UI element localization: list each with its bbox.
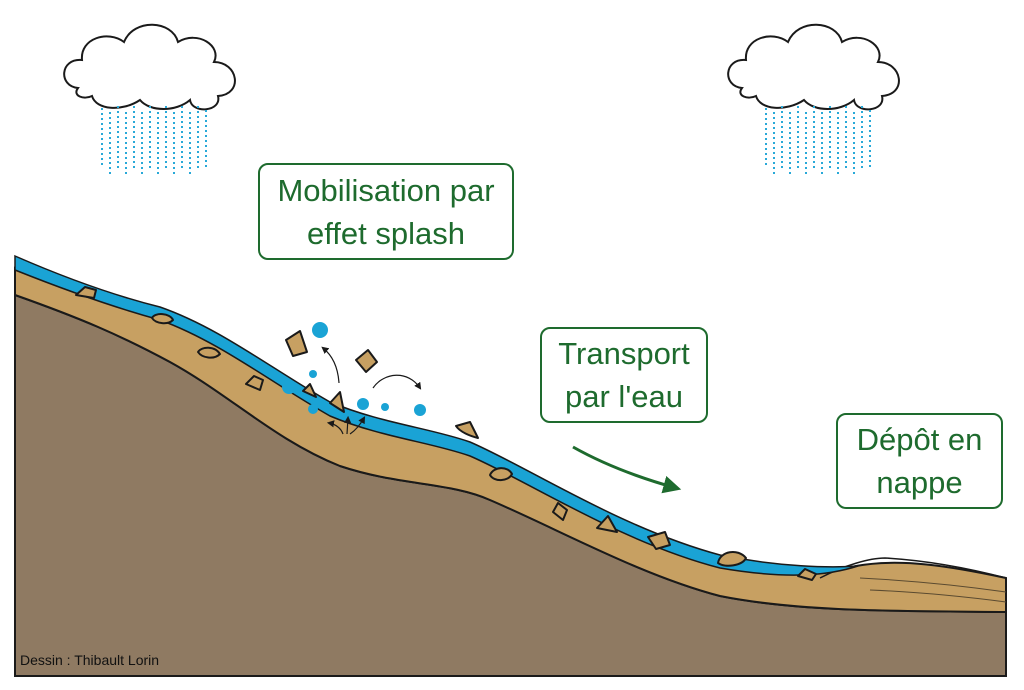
deposit-layer-line [859, 577, 1007, 593]
label-transport-line2: par l'eau [565, 379, 683, 414]
droplet-icon [381, 403, 389, 411]
pebble-icon [302, 383, 317, 398]
pebble-icon [797, 568, 817, 581]
droplet-icon [358, 416, 366, 424]
pebble-icon [75, 286, 97, 299]
label-splash: Mobilisation par effet splash [258, 163, 514, 260]
pebble-icon [197, 346, 221, 359]
label-depot: Dépôt en nappe [836, 413, 1003, 509]
label-transport-line1: Transport [558, 336, 690, 371]
label-depot-line1: Dépôt en [856, 422, 983, 457]
label-transport: Transport par l'eau [540, 327, 708, 423]
label-splash-line2: effet splash [307, 215, 465, 251]
droplet-icon [312, 322, 328, 338]
pebble-icon [355, 349, 378, 373]
label-splash-line1: Mobilisation par [277, 172, 495, 208]
cloud-left [63, 23, 236, 176]
splash-arrow-icon [344, 415, 352, 435]
cloud-icon [63, 23, 236, 111]
pebble-icon [717, 551, 747, 567]
deposit-layer-line [869, 589, 1007, 603]
droplet-icon [357, 398, 369, 410]
pebble-icon [647, 531, 671, 550]
credit-text: Dessin : Thibault Lorin [20, 652, 160, 668]
droplet-icon [282, 380, 296, 394]
splash-particles [282, 322, 479, 439]
transport-arrow-icon [572, 445, 682, 494]
droplet-icon [308, 404, 318, 414]
pebble-icon [489, 467, 513, 482]
pebbles-group [75, 286, 817, 581]
rain-icon [101, 106, 207, 176]
pebble-icon [455, 421, 479, 439]
pebble-icon [596, 515, 618, 533]
splash-arrow-icon [349, 416, 366, 435]
pebble-icon [245, 375, 264, 391]
droplet-icon [309, 370, 317, 378]
cloud-right [727, 23, 900, 176]
pebble-icon [329, 391, 345, 413]
pebble-icon [285, 330, 308, 357]
water-film [14, 254, 859, 576]
pebble-icon [151, 313, 174, 325]
cloud-icon [727, 23, 900, 111]
droplet-icon [414, 404, 426, 416]
rain-icon [765, 106, 871, 176]
splash-arrow-icon [321, 346, 340, 384]
splash-arrow-icon [372, 374, 422, 390]
pebble-icon [552, 502, 568, 521]
splash-arrow-icon [326, 420, 344, 435]
label-depot-line2: nappe [876, 465, 963, 500]
